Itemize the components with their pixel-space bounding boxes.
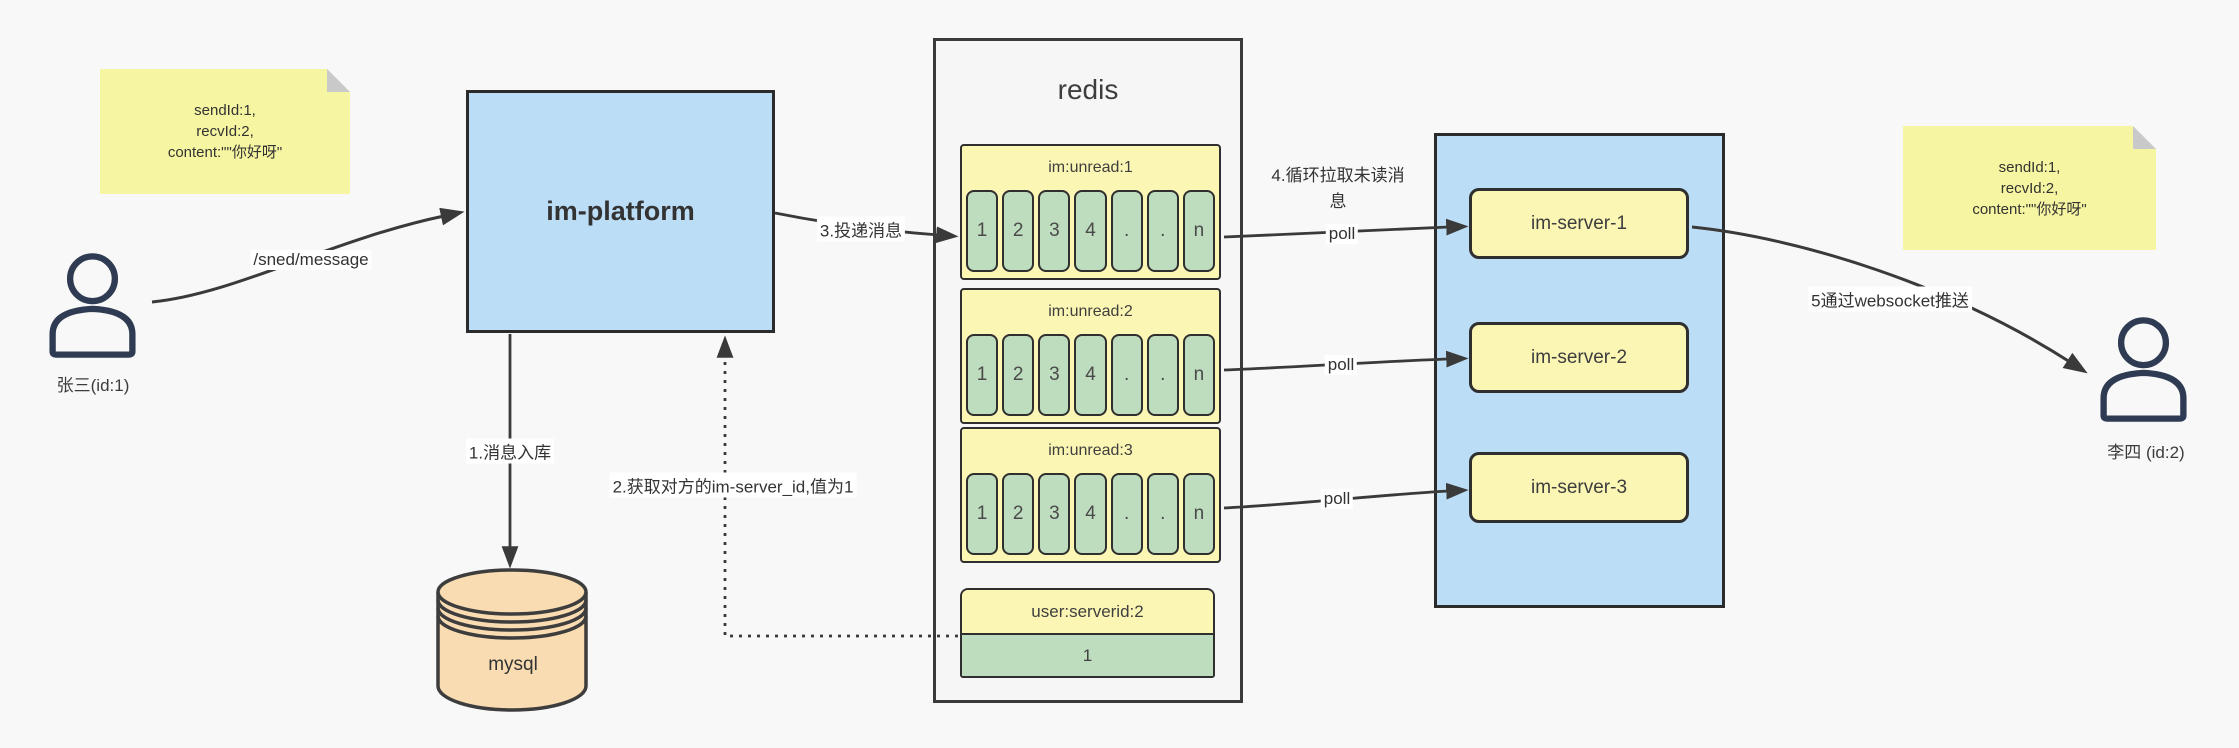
queue-title: im:unread:1 bbox=[1048, 159, 1133, 176]
edge-label-step4-line1: 4.循环拉取未读消 bbox=[1271, 166, 1405, 185]
edge-label-step2: 2.获取对方的im-server_id,值为1 bbox=[609, 472, 857, 498]
redis-title: redis bbox=[1057, 74, 1119, 105]
queue-cell: 4 bbox=[1074, 334, 1107, 416]
user-icon bbox=[2100, 317, 2187, 422]
im-server-3-box: im-server-3 bbox=[1469, 452, 1689, 523]
im-platform-label: im-platform bbox=[546, 196, 695, 226]
queue-cell: . bbox=[1110, 190, 1143, 272]
queue-cell: 3 bbox=[1038, 473, 1071, 555]
kv-key: user:serverid:2 bbox=[962, 590, 1213, 635]
queue-cell: . bbox=[1146, 473, 1179, 555]
queue-cell: 1 bbox=[966, 334, 999, 416]
queue-cell: n bbox=[1182, 473, 1215, 555]
queue-cell: . bbox=[1110, 473, 1143, 555]
queue-cell: 1 bbox=[966, 473, 999, 555]
edge-label-send: /sned/message bbox=[250, 250, 372, 270]
queue-cell: . bbox=[1146, 334, 1179, 416]
user-icon bbox=[49, 253, 136, 358]
edge-label-step5: 5通过websocket推送 bbox=[1808, 286, 1972, 312]
queue-cell: . bbox=[1146, 190, 1179, 272]
edge-label-step4-line2: 息 bbox=[1329, 192, 1347, 211]
queue-cell: 2 bbox=[1002, 334, 1035, 416]
im-server-2-box: im-server-2 bbox=[1469, 322, 1689, 393]
note-line: recvId:2, bbox=[196, 123, 254, 140]
im-server-1-box: im-server-1 bbox=[1469, 188, 1689, 259]
note-line: recvId:2, bbox=[2000, 179, 2059, 197]
queue-title: im:unread:3 bbox=[1048, 442, 1133, 459]
mysql-label: mysql bbox=[488, 654, 538, 675]
queue-cell: 4 bbox=[1074, 190, 1107, 272]
actor-left-label: 张三(id:1) bbox=[56, 376, 130, 395]
im-platform-box: im-platform bbox=[466, 90, 775, 333]
edge-label-poll-3: poll bbox=[1320, 489, 1354, 509]
edge-label-poll-1: poll bbox=[1325, 224, 1359, 244]
redis-queue-unread-2: im:unread:2 1 2 3 4 . . n bbox=[960, 288, 1221, 424]
edge-label-step4: 4.循环拉取未读消 息 bbox=[1250, 163, 1426, 215]
queue-cell: 1 bbox=[966, 190, 999, 272]
im-server-label: im-server-3 bbox=[1530, 476, 1628, 498]
queue-cell: 3 bbox=[1038, 190, 1071, 272]
im-server-label: im-server-2 bbox=[1530, 346, 1628, 368]
queue-cell: . bbox=[1110, 334, 1143, 416]
queue-cell: 4 bbox=[1074, 473, 1107, 555]
queue-cells: 1 2 3 4 . . n bbox=[962, 190, 1219, 272]
note-line: sendId:1, bbox=[194, 102, 256, 119]
sticky-note-right: sendId:1, recvId:2, content:""你好呀" bbox=[1903, 126, 2156, 250]
queue-cell: 3 bbox=[1038, 334, 1071, 416]
actor-right-label: 李四 (id:2) bbox=[2107, 443, 2185, 462]
queue-cell: n bbox=[1182, 334, 1215, 416]
edge-label-step1: 1.消息入库 bbox=[465, 438, 555, 464]
redis-queue-unread-1: im:unread:1 1 2 3 4 . . n bbox=[960, 144, 1221, 280]
note-line: sendId:1, bbox=[1998, 158, 2061, 176]
note-line: content:""你好呀" bbox=[167, 144, 283, 161]
redis-kv-user-serverid: user:serverid:2 1 bbox=[960, 588, 1215, 678]
queue-cells: 1 2 3 4 . . n bbox=[962, 334, 1219, 416]
queue-cells: 1 2 3 4 . . n bbox=[962, 473, 1219, 555]
kv-value: 1 bbox=[962, 635, 1213, 676]
note-line: content:""你好呀" bbox=[1972, 200, 2087, 218]
edge-label-step3: 3.投递消息 bbox=[816, 216, 906, 242]
queue-cell: 2 bbox=[1002, 190, 1035, 272]
queue-cell: n bbox=[1182, 190, 1215, 272]
edge-label-poll-2: poll bbox=[1324, 355, 1358, 375]
queue-title: im:unread:2 bbox=[1048, 303, 1133, 320]
redis-queue-unread-3: im:unread:3 1 2 3 4 . . n bbox=[960, 427, 1221, 563]
im-server-label: im-server-1 bbox=[1530, 212, 1628, 234]
arrow-step5-websocket bbox=[1691, 225, 2088, 374]
mysql-database-icon bbox=[436, 568, 588, 712]
queue-cell: 2 bbox=[1002, 473, 1035, 555]
sticky-note-left: sendId:1, recvId:2, content:""你好呀" bbox=[100, 69, 350, 194]
